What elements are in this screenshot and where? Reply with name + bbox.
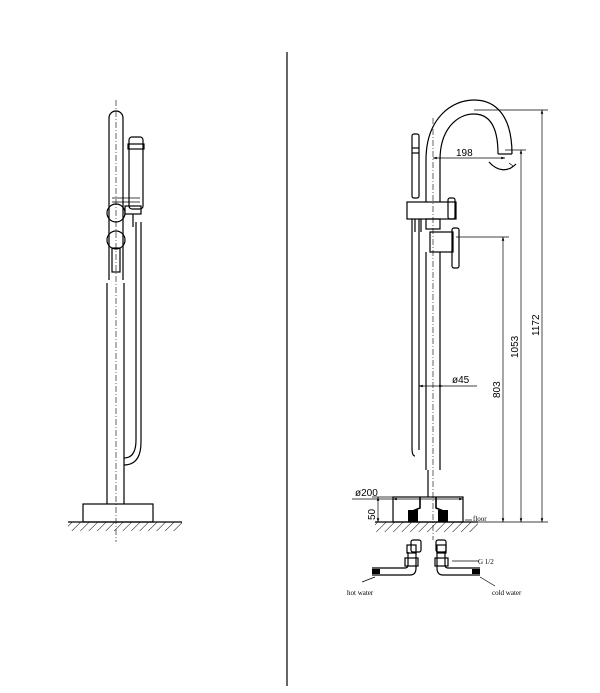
dim-spout-outlet-height: 1053 bbox=[510, 335, 521, 358]
dim-total-height: 1172 bbox=[531, 314, 542, 336]
cold-water-label: cold water bbox=[492, 589, 522, 597]
front-spout-inner bbox=[439, 113, 499, 161]
connection-detail: hot water cold water G 1/2 bbox=[347, 539, 522, 597]
dim-handle-height: 803 bbox=[492, 381, 503, 398]
hot-water-label: hot water bbox=[347, 589, 374, 597]
side-floor-hatch bbox=[68, 522, 182, 531]
side-hand-shower bbox=[128, 136, 144, 210]
front-mixer-block bbox=[429, 231, 454, 253]
dim-spout-reach: 198 bbox=[456, 148, 473, 159]
front-floor-hatch bbox=[375, 522, 478, 532]
side-view bbox=[68, 100, 182, 542]
front-handle-upper bbox=[447, 197, 456, 220]
front-view: 198 1172 1053 803 ø45 ø200 50 floor bbox=[352, 99, 548, 540]
front-handle-lower bbox=[451, 227, 460, 269]
front-hand-shower bbox=[411, 133, 420, 199]
dim-base-diameter: ø200 bbox=[355, 488, 378, 499]
front-base-plate bbox=[392, 496, 464, 523]
front-spout-outer bbox=[425, 99, 513, 161]
front-valve-block bbox=[406, 201, 457, 220]
floor-label: floor bbox=[473, 515, 487, 523]
dim-pipe-diameter: ø45 bbox=[452, 375, 470, 386]
thread-spec-label: G 1/2 bbox=[478, 558, 494, 566]
side-valve-lower bbox=[106, 230, 126, 250]
side-base-plate bbox=[82, 503, 154, 523]
dim-base-height: 50 bbox=[367, 508, 378, 520]
